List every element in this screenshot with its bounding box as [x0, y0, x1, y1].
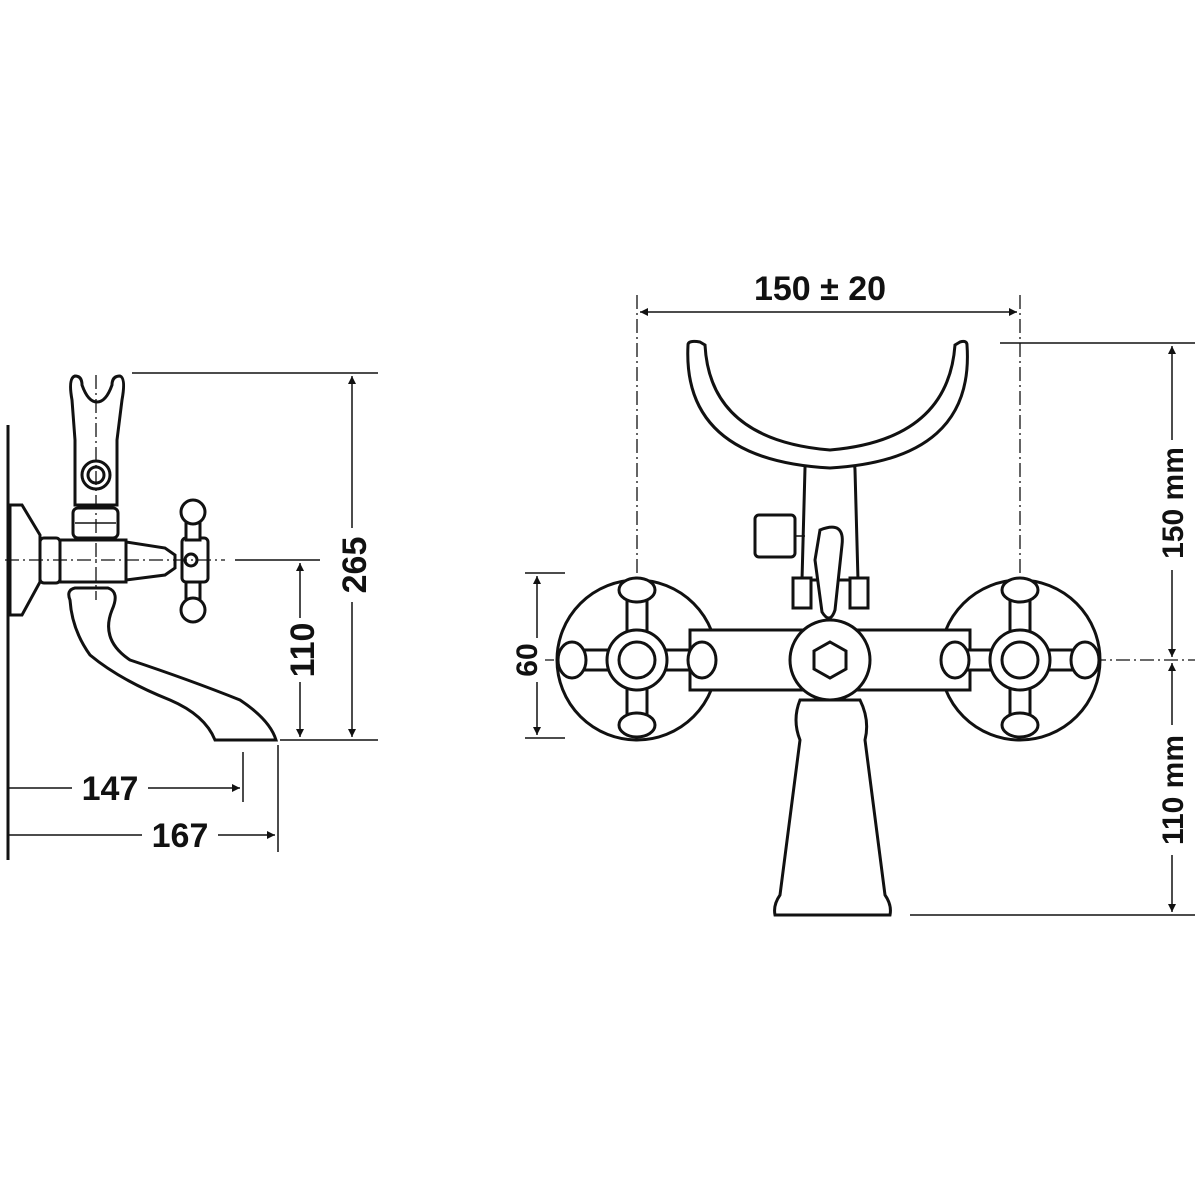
dim-upper-height: 150 mm — [1157, 447, 1190, 559]
side-view — [5, 374, 279, 860]
valve-bonnet — [124, 540, 177, 582]
cross-handle-right[interactable] — [939, 576, 1101, 739]
front-view — [540, 295, 1195, 917]
stem-nut-left — [791, 576, 813, 610]
handle-ball-top — [179, 498, 207, 526]
stem-nut-right — [848, 576, 870, 610]
diverter-knob — [753, 513, 797, 559]
side-dimensions: 265 110 147 167 — [8, 372, 378, 855]
front-spout — [773, 698, 892, 917]
dim-lower-height: 110 mm — [1157, 735, 1190, 845]
dim-plate-diameter: 60 — [511, 643, 544, 676]
front-dimensions: 150 ± 20 150 mm 110 mm 60 — [511, 270, 1195, 916]
valve-body — [58, 538, 128, 584]
dim-center-distance: 150 ± 20 — [754, 270, 886, 308]
dim-total-height: 265 — [336, 537, 374, 594]
dim-total-depth: 167 — [152, 817, 209, 855]
handle-ball-bottom — [179, 596, 207, 624]
dim-spout-reach: 147 — [82, 770, 139, 808]
dim-spout-height: 110 — [284, 623, 322, 678]
cross-handle-left[interactable] — [556, 576, 718, 739]
center-hex — [812, 640, 848, 680]
shower-cradle — [686, 339, 969, 470]
spout — [67, 586, 279, 742]
diverter-lever — [813, 525, 844, 620]
